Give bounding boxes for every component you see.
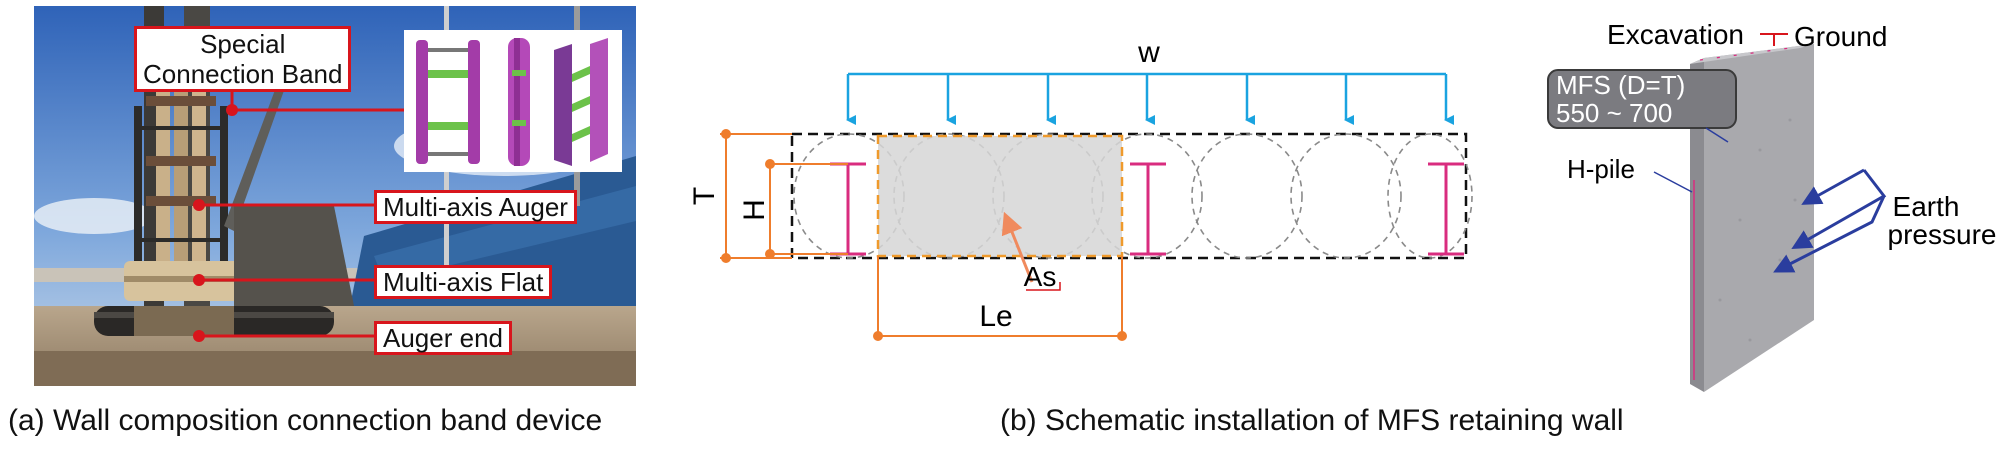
mfs-label-box bbox=[1547, 69, 1737, 129]
label-w: w bbox=[1137, 36, 1160, 69]
isometric-wall bbox=[1690, 44, 1814, 392]
caption-a: (a) Wall composition connection band dev… bbox=[8, 404, 603, 437]
label-pressure: pressure bbox=[1888, 219, 1997, 250]
effective-area-border bbox=[876, 134, 1124, 258]
as-arrow bbox=[1001, 211, 1034, 283]
connection-band-inset bbox=[404, 30, 622, 172]
label-h: H bbox=[738, 199, 771, 221]
label-excavation: Excavation bbox=[1607, 19, 1744, 50]
label-h-pile: H-pile bbox=[1567, 154, 1635, 184]
wall-front-face bbox=[1704, 44, 1814, 392]
caption-b: (b) Schematic installation of MFS retain… bbox=[1000, 404, 1624, 437]
marker-auger bbox=[193, 199, 205, 211]
wall-top-face bbox=[1690, 44, 1814, 64]
mfs-leader bbox=[1705, 127, 1729, 143]
label-as: As bbox=[1024, 261, 1057, 292]
marker-flat bbox=[193, 274, 205, 286]
earth-pressure-arrows bbox=[1773, 168, 1887, 273]
distributed-load: w bbox=[846, 36, 1454, 125]
marker-auger-end bbox=[193, 330, 205, 342]
panel-b-schematic: w T H As bbox=[688, 19, 1997, 392]
marker-special bbox=[226, 104, 238, 116]
dimension-le bbox=[873, 256, 1127, 341]
callout-special-line2: Connection Band bbox=[143, 59, 343, 89]
callout-leaders bbox=[199, 88, 404, 338]
label-earth: Earth bbox=[1893, 191, 1960, 222]
label-le: Le bbox=[979, 300, 1012, 333]
as-leader bbox=[1026, 282, 1061, 291]
dimension-h bbox=[765, 159, 848, 259]
callout-multi-axis-flat: Multi-axis Flat bbox=[374, 265, 553, 299]
label-ground: Ground bbox=[1794, 21, 1887, 52]
connection-band-renders bbox=[416, 38, 608, 166]
callout-auger-end: Auger end bbox=[374, 321, 512, 355]
callout-special-line1: Special bbox=[200, 29, 286, 59]
wall-outline bbox=[790, 132, 1468, 260]
label-mfs-line1: MFS (D=T) bbox=[1556, 70, 1685, 100]
callout-special-connection-band: Special Connection Band bbox=[134, 26, 352, 92]
h-pile-leader bbox=[1653, 171, 1693, 193]
effective-area bbox=[878, 136, 1122, 256]
label-mfs-line2: 550 ~ 700 bbox=[1556, 98, 1672, 128]
label-t: T bbox=[688, 187, 721, 205]
dimension-t bbox=[720, 129, 792, 263]
callout-multi-axis-auger: Multi-axis Auger bbox=[374, 190, 577, 224]
